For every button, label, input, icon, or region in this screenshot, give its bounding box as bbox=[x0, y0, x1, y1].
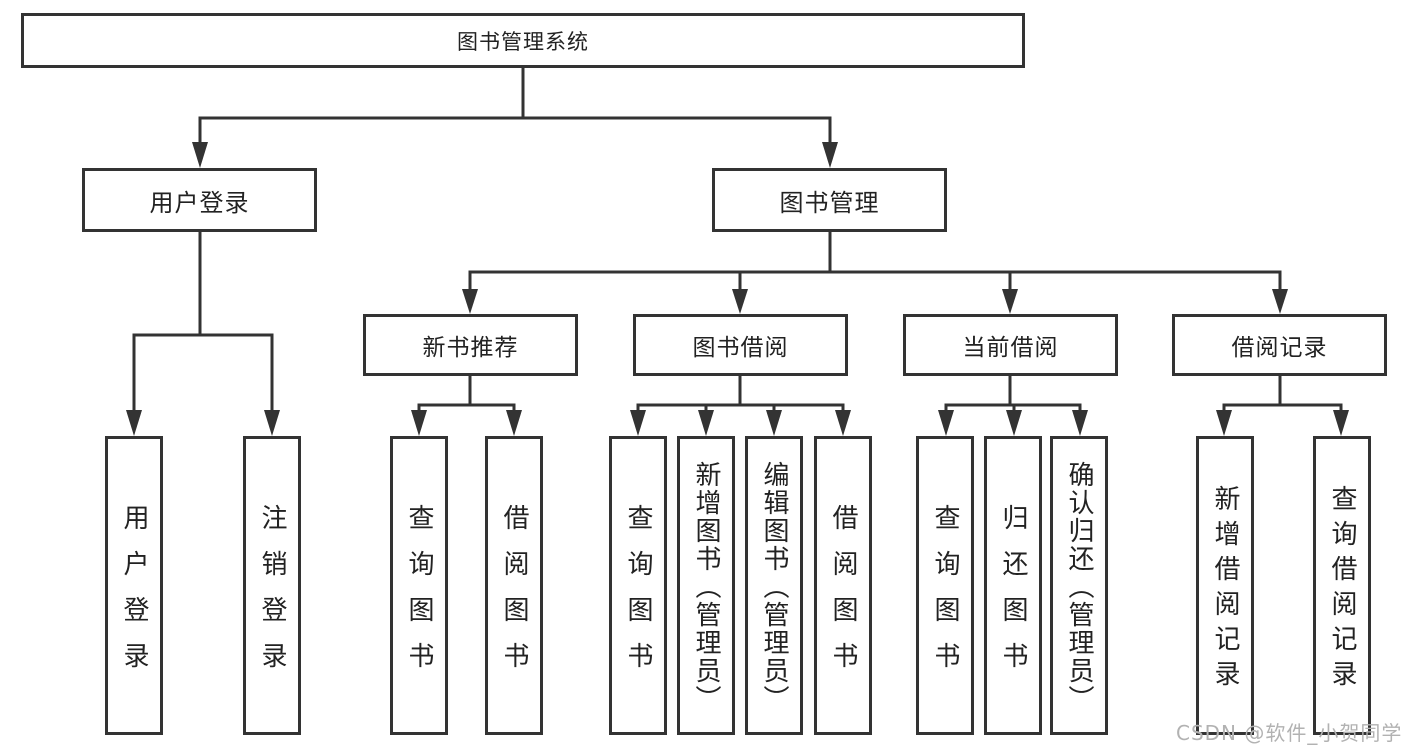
node-label: 当前借阅 bbox=[962, 335, 1059, 361]
arrow-down-icon bbox=[1333, 410, 1349, 436]
arrow-down-icon bbox=[630, 410, 646, 436]
arrow-down-icon bbox=[462, 289, 478, 314]
arrow-down-icon bbox=[732, 289, 748, 314]
leaf-borrow-books: 借阅图书 bbox=[814, 436, 872, 735]
arrow-down-icon bbox=[506, 410, 522, 436]
node-new-book-recommendation: 新书推荐 bbox=[363, 314, 578, 376]
node-label: 图书管理系统 bbox=[457, 29, 589, 54]
arrow-down-icon bbox=[822, 142, 838, 168]
leaf-label: 查询借阅记录 bbox=[1327, 485, 1357, 695]
leaf-label: 用户登录 bbox=[119, 503, 149, 688]
node-book-borrowing: 图书借阅 bbox=[633, 314, 848, 376]
leaf-label: 借阅图书 bbox=[499, 503, 529, 688]
arrow-down-icon bbox=[938, 410, 954, 436]
leaf-label: 新增借阅记录 bbox=[1210, 485, 1240, 695]
node-library-management-system: 图书管理系统 bbox=[21, 13, 1025, 68]
arrow-down-icon bbox=[126, 410, 142, 436]
leaf-label: 新增图书（管理员） bbox=[691, 460, 721, 713]
leaf-query-books-recommend: 查询图书 bbox=[390, 436, 448, 735]
leaf-label: 注销登录 bbox=[257, 503, 287, 688]
arrow-down-icon bbox=[1002, 289, 1018, 314]
arrow-down-icon bbox=[835, 410, 851, 436]
node-book-management: 图书管理 bbox=[712, 168, 947, 232]
node-label: 新书推荐 bbox=[422, 335, 519, 361]
arrow-down-icon bbox=[264, 410, 280, 436]
node-current-borrowing: 当前借阅 bbox=[903, 314, 1118, 376]
arrow-down-icon bbox=[411, 410, 427, 436]
node-label: 借阅记录 bbox=[1231, 335, 1328, 361]
csdn-watermark: CSDN @软件_小贺同学 bbox=[1176, 721, 1403, 745]
leaf-query-books-current: 查询图书 bbox=[916, 436, 974, 735]
arrow-down-icon bbox=[1006, 410, 1022, 436]
leaf-edit-books-admin: 编辑图书（管理员） bbox=[745, 436, 803, 735]
arrow-down-icon bbox=[192, 142, 208, 168]
node-label: 图书管理 bbox=[779, 188, 880, 217]
arrow-down-icon bbox=[1216, 410, 1232, 436]
leaf-add-books-admin: 新增图书（管理员） bbox=[677, 436, 735, 735]
leaf-confirm-return-admin: 确认归还（管理员） bbox=[1050, 436, 1108, 735]
leaf-label: 查询图书 bbox=[930, 503, 960, 688]
leaf-logout: 注销登录 bbox=[243, 436, 301, 735]
arrow-down-icon bbox=[1272, 289, 1288, 314]
node-label: 图书借阅 bbox=[692, 335, 789, 361]
leaf-label: 查询图书 bbox=[623, 503, 653, 688]
arrow-down-icon bbox=[766, 410, 782, 436]
node-borrowing-records: 借阅记录 bbox=[1172, 314, 1387, 376]
node-user-login: 用户登录 bbox=[82, 168, 317, 232]
leaf-label: 确认归还（管理员） bbox=[1064, 460, 1094, 713]
leaf-label: 归还图书 bbox=[998, 503, 1028, 688]
leaf-label: 借阅图书 bbox=[828, 503, 858, 688]
leaf-label: 编辑图书（管理员） bbox=[759, 460, 789, 713]
leaf-return-books: 归还图书 bbox=[984, 436, 1042, 735]
leaf-borrow-books-recommend: 借阅图书 bbox=[485, 436, 543, 735]
leaf-query-books-borrowing: 查询图书 bbox=[609, 436, 667, 735]
leaf-user-login: 用户登录 bbox=[105, 436, 163, 735]
leaf-label: 查询图书 bbox=[404, 503, 434, 688]
node-label: 用户登录 bbox=[149, 188, 250, 217]
leaf-query-borrow-record: 查询借阅记录 bbox=[1313, 436, 1371, 735]
leaf-add-borrow-record: 新增借阅记录 bbox=[1196, 436, 1254, 735]
arrow-down-icon bbox=[698, 410, 714, 436]
arrow-down-icon bbox=[1072, 410, 1088, 436]
